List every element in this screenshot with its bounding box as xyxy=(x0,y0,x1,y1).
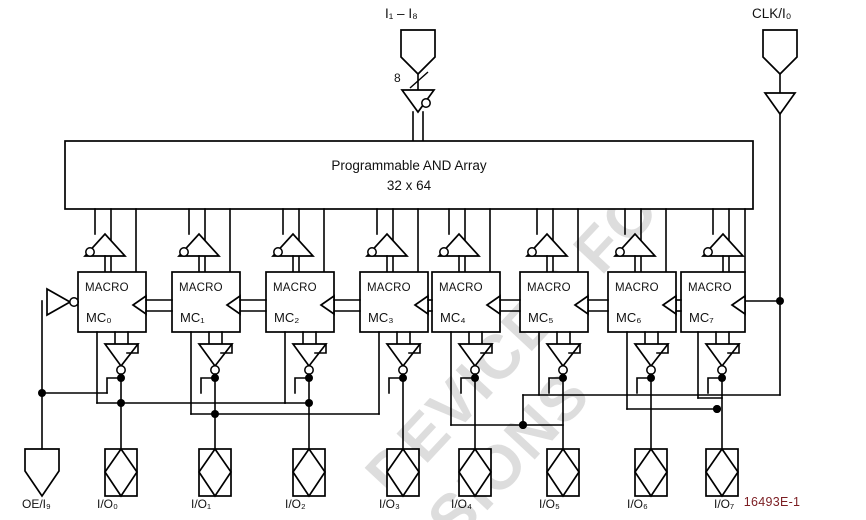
macrocell-title-7: MACRO xyxy=(688,282,732,294)
input-pad-clock[interactable] xyxy=(762,29,798,76)
macrocell-box-6[interactable] xyxy=(607,271,677,333)
output-buffer-tristate-5 xyxy=(545,343,582,375)
output-buffer-tristate-7 xyxy=(704,343,741,375)
feedback-buffer-inverting-4 xyxy=(437,232,481,257)
output-buffer-tristate-0 xyxy=(103,343,140,375)
macrocell-cascade-bus xyxy=(145,299,682,312)
macrocell-box-3[interactable] xyxy=(359,271,429,333)
io-pad-label-4: I/O₄ xyxy=(451,497,472,511)
macrocell-name-5: MC₅ xyxy=(528,310,553,325)
input-pad-oe[interactable] xyxy=(24,448,60,498)
macrocell-name-6: MC₆ xyxy=(616,310,641,325)
macrocell-input-arrow-3 xyxy=(413,294,429,316)
output-buffer-tristate-2 xyxy=(291,343,328,375)
io-pad-7[interactable] xyxy=(704,447,740,498)
io-pad-6[interactable] xyxy=(633,447,669,498)
oe-pad-label: OE/I₉ xyxy=(22,497,51,511)
macrocell-title-4: MACRO xyxy=(439,282,483,294)
macrocell-title-6: MACRO xyxy=(615,282,659,294)
macrocell-column-3: MACRO MC₃ I/O₃ xyxy=(359,208,429,511)
macrocell-input-arrow-7 xyxy=(730,294,746,316)
clock-buffer xyxy=(763,92,797,116)
input-pad-data-bus[interactable] xyxy=(400,29,436,76)
macrocell-name-1: MC₁ xyxy=(180,310,205,325)
macrocell-column-7: MACRO MC₇ I/O₇ xyxy=(680,208,746,511)
macrocell-title-5: MACRO xyxy=(527,282,571,294)
macrocell-column-5: MACRO MC₅ I/O₅ xyxy=(519,208,589,511)
macrocell-name-4: MC₄ xyxy=(440,310,466,325)
bus-slash xyxy=(409,71,429,89)
input-clock-label: CLK/I₀ xyxy=(752,6,791,21)
io-pad-label-7: I/O₇ xyxy=(714,497,734,511)
feedback-buffer-inverting-3 xyxy=(365,232,409,257)
oe-input-group: OE/I₉ xyxy=(22,287,108,511)
macrocell-column-2: MACRO MC₂ I/O₂ xyxy=(265,208,335,511)
oe-inverter xyxy=(46,287,79,317)
io-pad-0[interactable] xyxy=(103,447,139,498)
macrocell-name-2: MC₂ xyxy=(274,310,299,325)
output-buffer-tristate-3 xyxy=(385,343,422,375)
io-pad-label-6: I/O₆ xyxy=(627,497,648,511)
io-pad-4[interactable] xyxy=(457,447,493,498)
macrocell-title-2: MACRO xyxy=(273,282,317,294)
macrocell-input-arrow-5 xyxy=(573,294,589,316)
bus-width-label: 8 xyxy=(394,71,401,85)
macrocell-title-0: MACRO xyxy=(85,282,129,294)
output-buffer-tristate-4 xyxy=(457,343,494,375)
and-array-size: 32 x 64 xyxy=(387,178,432,193)
junction-bus-7 xyxy=(713,405,721,413)
macrocell-name-3: MC₃ xyxy=(368,310,394,325)
macrocell-box-2[interactable] xyxy=(265,271,335,333)
macrocell-input-arrow-6 xyxy=(661,294,677,316)
io-pad-1[interactable] xyxy=(197,447,233,498)
macrocell-title-3: MACRO xyxy=(367,282,411,294)
feedback-buffer-inverting-7 xyxy=(701,232,745,257)
macrocell-input-arrow-0 xyxy=(131,294,147,316)
output-buffer-tristate-1 xyxy=(197,343,234,375)
macrocell-name-7: MC₇ xyxy=(689,310,714,325)
feedback-buffer-inverting-0 xyxy=(83,232,127,257)
macrocell-input-arrow-4 xyxy=(485,294,501,316)
macrocell-title-1: MACRO xyxy=(179,282,223,294)
macrocell-name-0: MC₀ xyxy=(86,310,112,325)
macrocell-input-arrow-2 xyxy=(319,294,335,316)
input-buffer-inverting xyxy=(400,89,436,114)
io-pad-label-2: I/O₂ xyxy=(285,497,306,511)
io-pad-3[interactable] xyxy=(385,447,421,498)
io-pad-label-1: I/O₁ xyxy=(191,497,211,511)
input-data-bus-label: I₁ – I₈ xyxy=(385,6,418,21)
macrocell-box-5[interactable] xyxy=(519,271,589,333)
and-array-title: Programmable AND Array xyxy=(331,158,487,173)
feedback-buffer-inverting-1 xyxy=(177,232,221,257)
output-buffer-tristate-6 xyxy=(633,343,670,375)
io-pad-2[interactable] xyxy=(291,447,327,498)
feedback-buffer-inverting-2 xyxy=(271,232,315,257)
programmable-and-array-block xyxy=(64,140,754,210)
macrocell-input-arrow-1 xyxy=(225,294,241,316)
macrocell-box-0[interactable] xyxy=(77,271,147,333)
figure-id-label: 16493E-1 xyxy=(744,495,801,509)
macrocell-column-1: MACRO MC₁ I/O₁ xyxy=(171,208,380,511)
io-pad-label-3: I/O₃ xyxy=(379,497,400,511)
io-pad-label-0: I/O₀ xyxy=(97,497,118,511)
io-pad-5[interactable] xyxy=(545,447,581,498)
macrocell-column-4: MACRO MC₄ I/O₄ xyxy=(431,208,527,511)
io-pad-label-5: I/O₅ xyxy=(539,497,560,511)
macrocell-column-0: MACRO MC₀ I/O₀ xyxy=(77,208,286,511)
